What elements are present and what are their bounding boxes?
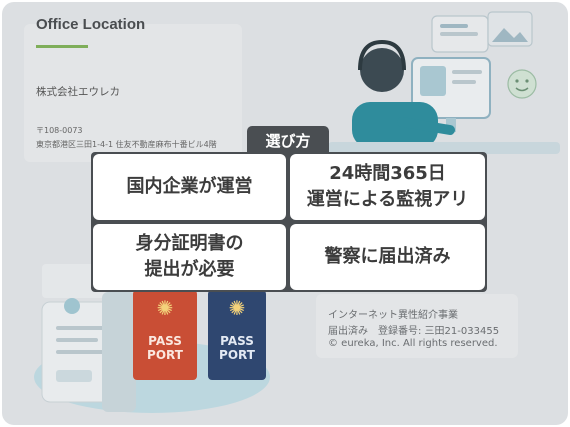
address: 東京都港区三田1-4-1 住友不動産麻布十番ビル4階	[36, 140, 217, 149]
title-underline	[36, 45, 88, 48]
copyright: © eureka, Inc. All rights reserved.	[328, 338, 498, 349]
passport-red: ✺ PASS PORT	[133, 290, 197, 380]
feature-line: 運営による監視アリ	[306, 189, 469, 210]
passport-label-2: PORT	[147, 348, 183, 362]
passport-label-1: PASS	[148, 334, 182, 348]
passport-blue: ✺ PASS PORT	[208, 290, 266, 380]
footer-line-1: インターネット異性紹介事業	[328, 310, 458, 321]
feature-grid: 国内企業が運営 24時間365日 運営による監視アリ 身分証明書の 提出が必要 …	[91, 152, 487, 292]
feature-line: 警察に届出済み	[324, 246, 451, 267]
office-title: Office Location	[36, 16, 146, 33]
postal-code: 〒108-0073	[36, 126, 83, 135]
passport-label-1: PASS	[220, 334, 254, 348]
feature-24h-monitoring: 24時間365日 運営による監視アリ	[290, 154, 485, 220]
feature-line: 身分証明書の	[135, 233, 244, 254]
footer-card	[316, 294, 518, 358]
feature-id-required: 身分証明書の 提出が必要	[93, 224, 286, 290]
feature-domestic-company: 国内企業が運営	[93, 154, 286, 220]
feature-line: 24時間365日	[329, 163, 446, 184]
footer-line-2: 届出済み 登録番号: 三田21-033455	[328, 326, 500, 337]
sun-emblem-icon: ✺	[156, 296, 174, 320]
feature-line: 国内企業が運営	[126, 176, 253, 197]
passport-label-2: PORT	[219, 348, 255, 362]
selection-criteria-badge: 選び方	[247, 126, 329, 156]
company-name: 株式会社エウレカ	[36, 86, 120, 98]
feature-line: 提出が必要	[144, 259, 235, 280]
feature-police-registered: 警察に届出済み	[290, 224, 485, 290]
sun-emblem-icon: ✺	[228, 296, 246, 320]
